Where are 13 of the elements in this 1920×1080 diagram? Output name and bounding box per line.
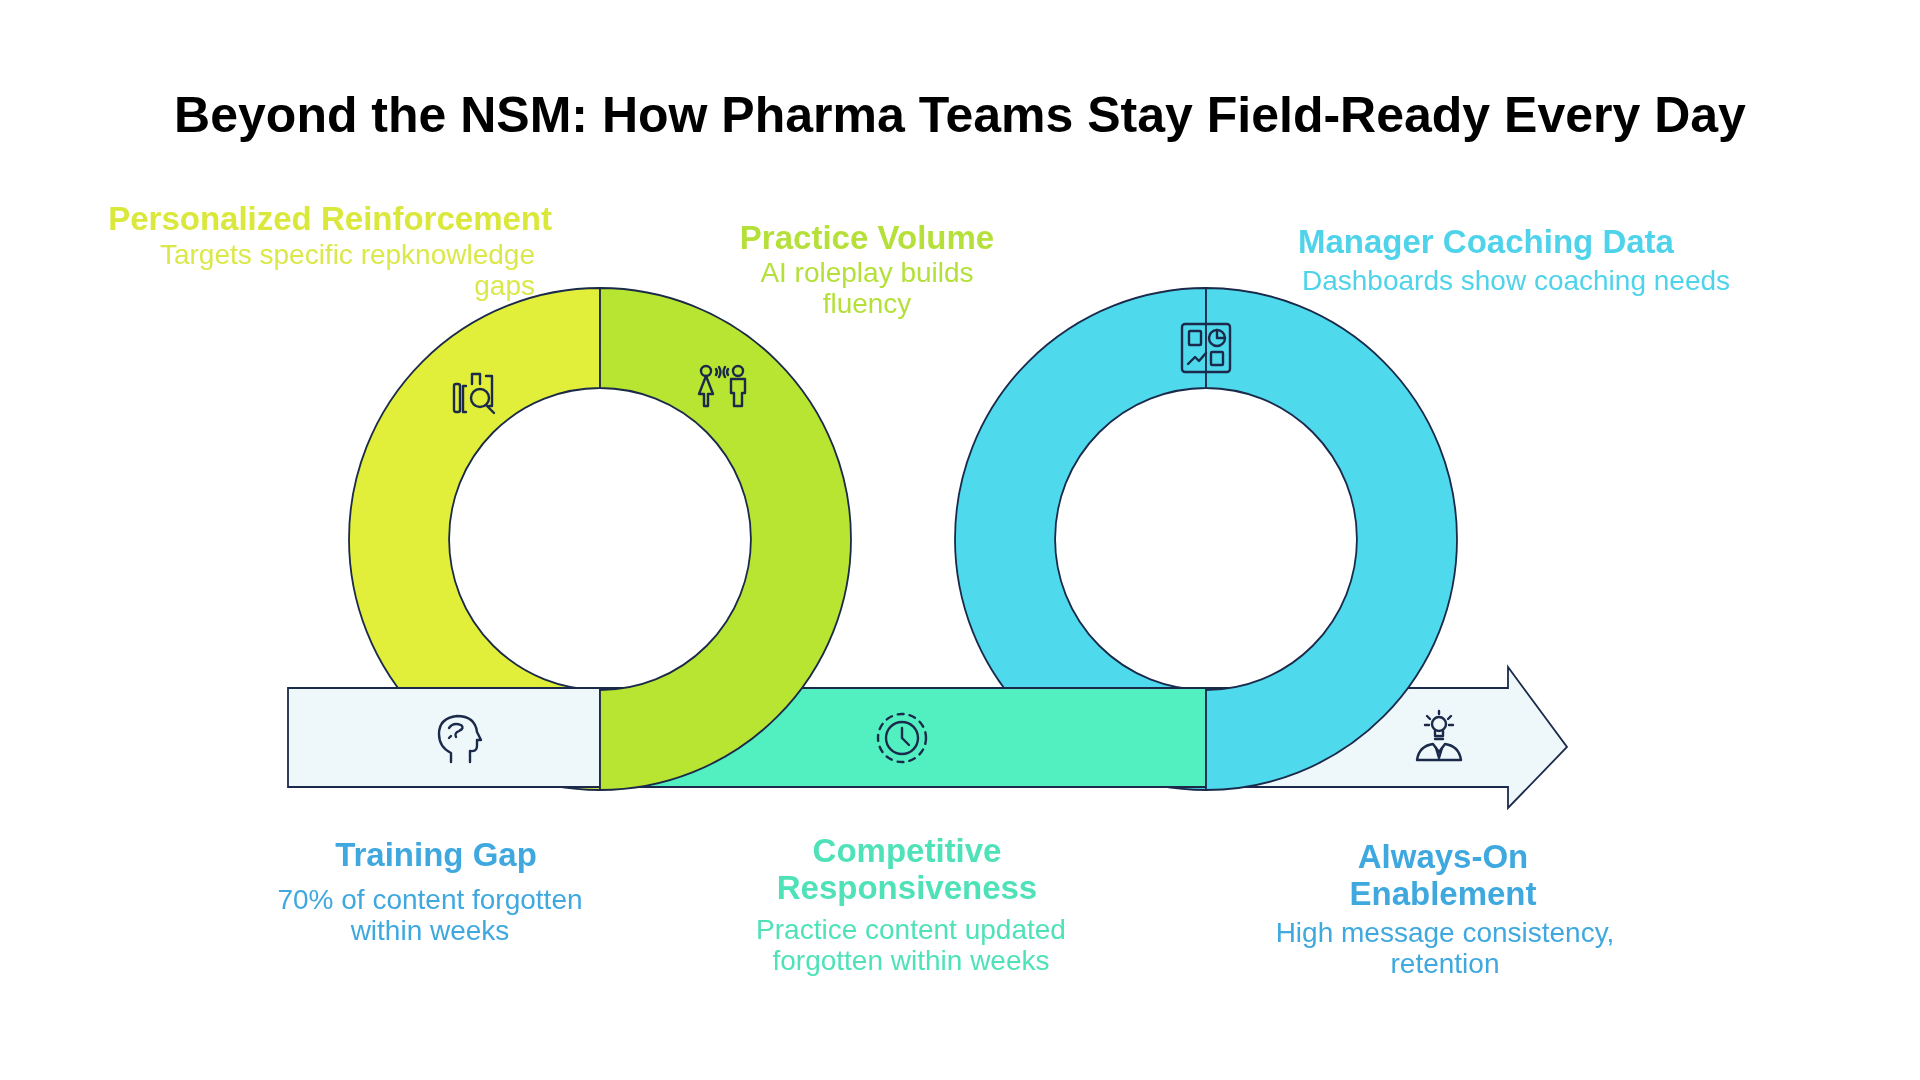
title: Beyond the NSM: How Pharma Teams Stay Field-Ready Every Day <box>173 86 1747 144</box>
section-heading: Personalized Reinforcement <box>107 201 552 238</box>
section-description: High message consistency, retention <box>1274 917 1616 980</box>
section-heading: Manager Coaching Data <box>1298 224 1675 261</box>
section-description: Practice content updated forgotten within weeks <box>755 914 1067 977</box>
section-description: Targets specific repknowledge gaps <box>158 239 535 302</box>
section-heading: Competitive Responsiveness <box>775 833 1039 907</box>
section-heading: Practice Volume <box>738 220 996 257</box>
section-heading: Always-On Enablement <box>1348 839 1538 913</box>
section-description: Dashboards show coaching needs <box>1302 265 1732 297</box>
section-heading: Training Gap <box>334 837 538 874</box>
section-description: AI roleplay builds fluency <box>759 257 975 320</box>
section-description: 70% of content forgotten within weeks <box>276 884 584 947</box>
